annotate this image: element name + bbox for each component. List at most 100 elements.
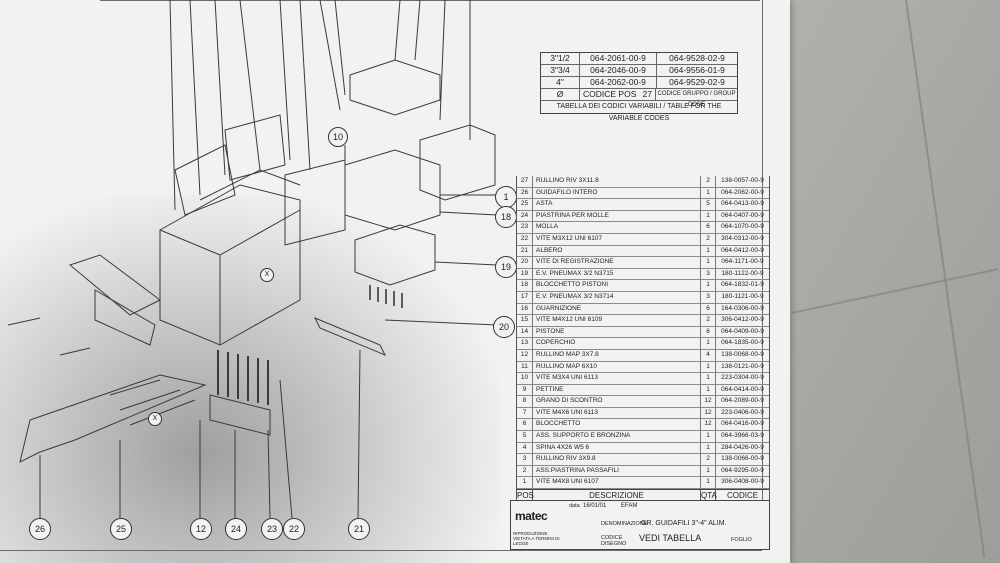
pos-cell: 18 <box>517 280 533 291</box>
qty-cell: 2 <box>701 176 716 187</box>
date-value: 16/01/01 <box>583 503 607 509</box>
pos-cell: 7 <box>517 407 533 419</box>
qty-cell: 3 <box>701 291 716 303</box>
code-cell: 304-0312-00-9 <box>721 234 764 242</box>
pos-cell: 13 <box>517 338 533 349</box>
pos-cell: 5 <box>517 431 533 442</box>
description-cell: PISTONE <box>533 326 701 338</box>
callout-23: 23 <box>261 518 283 540</box>
qty-cell: 5 <box>701 199 716 210</box>
code-cell: 138-0121-00-9 <box>721 362 764 370</box>
pos-header: POS <box>517 490 534 503</box>
code-cell: 164-0306-00-9 <box>721 304 764 312</box>
pos-cell: 6 <box>517 419 533 431</box>
variable-row: 4" 064-2062-00-9 064-9529-02-9 <box>541 77 737 89</box>
code-cell: 223-0304-00-9 <box>721 374 764 382</box>
variable-table-header: Ø CODICE POS 27 CODICE GRUPPO / GROUP CO… <box>541 89 737 108</box>
description-cell: VITE M4X6 UNI 6113 <box>533 407 701 419</box>
sheet-border-right <box>762 0 763 550</box>
drafter-value: EFAM <box>621 503 638 509</box>
diameter-symbol: Ø <box>541 89 580 100</box>
description-cell: PETTINE <box>533 384 701 396</box>
description-cell: RULLINO MAP 6X10 <box>533 361 701 373</box>
code-cell: 064-0409-00-9 <box>721 327 764 335</box>
description-cell: E.V. PNEUMAX 3/2 N3715 <box>533 268 701 280</box>
qty-cell: 1 <box>701 245 716 257</box>
reproduction-notice: RIPRODUZIONE VIETATA A TERMINI DI LEGGE <box>513 531 560 546</box>
code-cell: 064-3966-03-9 <box>721 432 764 440</box>
description-header: DESCRIZIONE <box>533 490 701 503</box>
pos-cell: 22 <box>517 233 533 245</box>
callout-1: 1 <box>495 186 517 208</box>
qty-cell: 1 <box>701 361 716 373</box>
description-cell: VITE M3X12 UNI 6107 <box>533 233 701 245</box>
qty-cell: 1 <box>701 442 716 454</box>
qty-cell: 1 <box>701 187 716 199</box>
callout-24: 24 <box>225 518 247 540</box>
pos-cell: 17 <box>517 291 533 303</box>
description-cell: PIASTRINA PER MOLLE <box>533 210 701 222</box>
denomination-value: GR. GUIDAFILI 3"-4" ALIM. <box>641 520 727 527</box>
description-cell: GRANO DI SCONTRO <box>533 396 701 407</box>
date-label: data <box>569 503 580 509</box>
code-cell: 064-0416-00-9 <box>721 420 764 428</box>
pos-cell: 20 <box>517 257 533 268</box>
pos-cell: 4 <box>517 442 533 454</box>
pos-cell: 24 <box>517 210 533 222</box>
size-cell: 3"1/2 <box>541 53 580 64</box>
size-cell: 4" <box>541 77 580 88</box>
callout-20: 20 <box>493 316 515 338</box>
code-cell: 180-1122-00-9 <box>721 269 764 277</box>
pos-cell: 16 <box>517 303 533 315</box>
callout-26: 26 <box>29 518 51 540</box>
code-cell: 180-1121-00-9 <box>721 292 764 300</box>
description-cell: VITE M3X4 UNI 6113 <box>533 373 701 384</box>
code-pos-label: CODICE POS <box>583 89 637 99</box>
qty-cell: 1 <box>701 384 716 396</box>
variable-row: 3"3/4 064-2046-00-9 064-9556-01-9 <box>541 65 737 77</box>
pos-cell: 10 <box>517 373 533 384</box>
description-cell: BLOCCHETTO <box>533 419 701 431</box>
sheet-border-bottom <box>0 550 762 551</box>
qty-cell: 12 <box>701 419 716 431</box>
description-cell: VITE M4X12 UNI 6109 <box>533 315 701 326</box>
qty-cell: 2 <box>701 233 716 245</box>
description-cell: ALBERO <box>533 245 701 257</box>
description-cell: ASTA <box>533 199 701 210</box>
code-cell: 064-2062-00-9 <box>721 188 764 196</box>
group-code-cell: 064-9528-02-9 <box>669 53 725 63</box>
qty-cell: 12 <box>701 396 716 407</box>
denomination-label: DENOMINAZIONE <box>601 521 648 527</box>
pos-cell: 12 <box>517 349 533 361</box>
group-code-cell: 064-9529-02-9 <box>669 77 725 87</box>
drawing-sheet: 10 1 18 19 20 26 25 12 24 23 22 21 X X 3… <box>0 0 790 563</box>
description-cell: COPERCHIO <box>533 338 701 349</box>
code-cell: 138-0066-00-9 <box>721 455 764 463</box>
code-cell: 064-1171-00-9 <box>721 258 764 266</box>
description-cell: VITE M4X8 UNI 6107 <box>533 477 701 489</box>
qty-cell: 1 <box>701 257 716 268</box>
code-cell: 138-0068-00-9 <box>721 350 764 358</box>
code-cell: 306-0412-00-9 <box>721 316 764 324</box>
callout-12: 12 <box>190 518 212 540</box>
qty-cell: 2 <box>701 315 716 326</box>
code-cell: 223-0406-00-9 <box>721 408 764 416</box>
code-pos-header: CODICE POS 27 <box>580 89 656 100</box>
group-code-cell: 064-9556-01-9 <box>669 65 725 75</box>
code-cell: 064-0413-00-9 <box>721 200 764 208</box>
